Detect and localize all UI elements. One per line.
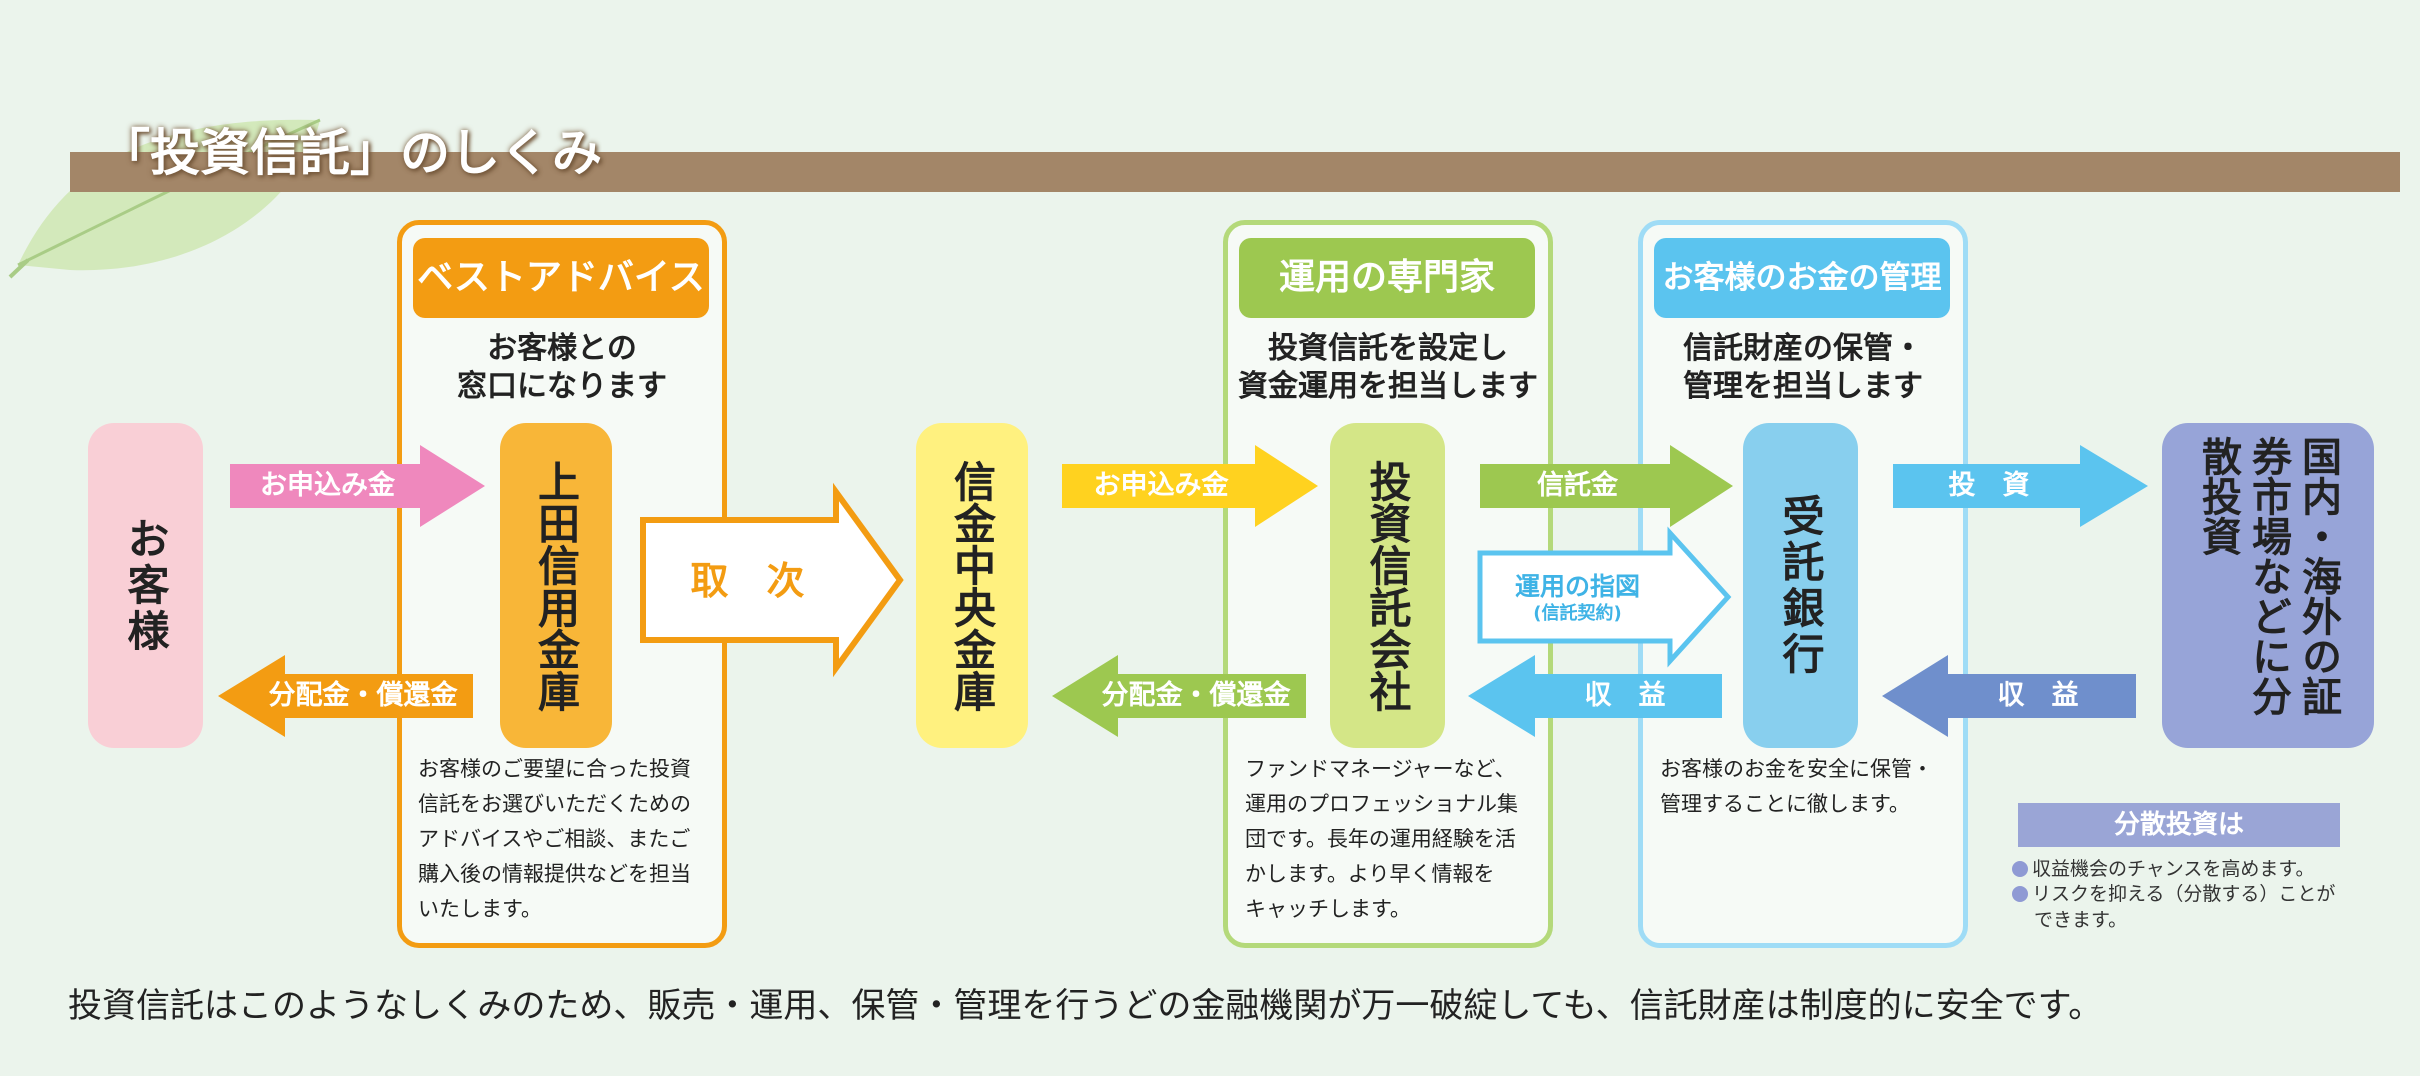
instruction-arrow-label: 運用の指図 bbox=[1514, 572, 1640, 601]
custody-header: お客様のお金の管理 bbox=[1654, 238, 1950, 318]
diversification-bullet-1: 収益機会のチャンスを高めます。 bbox=[2012, 856, 2352, 882]
diversification-title: 分散投資は bbox=[2018, 803, 2340, 847]
instruction-arrow-sublabel: (信託契約) bbox=[1533, 603, 1622, 624]
ueda-shinkin-box: 上田信用金庫 bbox=[500, 423, 612, 748]
earnings-arrow-1 bbox=[1468, 655, 1722, 737]
investment-arrow-label: 投 資 bbox=[1948, 470, 2030, 501]
distribution-arrow-1 bbox=[218, 655, 473, 737]
advice-subtitle: お客様との 窓口になります bbox=[457, 331, 667, 404]
investment-trust-company-label: 投資信託会社 bbox=[1363, 459, 1412, 712]
application-arrow-2-label: お申込み金 bbox=[1093, 470, 1229, 501]
markets-label: 国内・海外の証券市場などに分散投資 bbox=[2195, 435, 2341, 716]
earnings-arrow-1-label: 収 益 bbox=[1584, 680, 1666, 711]
brokerage-arrow bbox=[640, 482, 904, 678]
earnings-arrow-2-label: 収 益 bbox=[1997, 680, 2079, 711]
footer-text: 投資信託はこのようなしくみのため、販売・運用、保管・管理を行うどの金融機関が万一… bbox=[68, 986, 2103, 1026]
brokerage-arrow-label: 取 次 bbox=[690, 559, 805, 603]
customer-box: お客様 bbox=[88, 423, 203, 748]
custody-subtitle: 信託財産の保管・ 管理を担当します bbox=[1683, 331, 1923, 404]
distribution-arrow-2 bbox=[1052, 655, 1306, 737]
trust-money-arrow-label: 信託金 bbox=[1537, 470, 1618, 501]
expert-header: 運用の専門家 bbox=[1239, 238, 1535, 318]
title-band bbox=[70, 152, 2400, 192]
customer-label: お客様 bbox=[121, 516, 170, 655]
page-title: 「投資信託」のしくみ bbox=[100, 124, 602, 182]
bullet-dot-icon bbox=[2012, 886, 2028, 902]
investment-arrow bbox=[1893, 445, 2148, 527]
ueda-shinkin-label: 上田信用金庫 bbox=[531, 459, 581, 712]
trust-bank-box: 受託銀行 bbox=[1743, 423, 1858, 748]
application-arrow-1-label: お申込み金 bbox=[260, 470, 395, 501]
investment-trust-company-box: 投資信託会社 bbox=[1330, 423, 1445, 748]
advice-header: ベストアドバイス bbox=[413, 238, 709, 318]
distribution-arrow-1-label: 分配金・償還金 bbox=[268, 680, 458, 711]
diversification-bullet-2: リスクを抑える（分散する）ことができます。 bbox=[2012, 881, 2344, 933]
trust-money-arrow bbox=[1480, 445, 1733, 527]
application-arrow-2 bbox=[1062, 445, 1318, 527]
application-arrow-1 bbox=[230, 445, 485, 527]
earnings-arrow-2 bbox=[1882, 655, 2136, 737]
instruction-arrow bbox=[1477, 526, 1732, 668]
shinkin-central-box: 信金中央金庫 bbox=[916, 423, 1028, 748]
trust-bank-label: 受託銀行 bbox=[1776, 493, 1825, 678]
shinkin-central-label: 信金中央金庫 bbox=[947, 459, 997, 712]
expert-subtitle: 投資信託を設定し 資金運用を担当します bbox=[1238, 331, 1538, 404]
expert-note: ファンドマネージャーなど、 運用のプロフェッショナル集 団です。長年の運用経験を… bbox=[1245, 757, 1518, 921]
custody-note: お客様のお金を安全に保管・ 管理することに徹します。 bbox=[1660, 757, 1933, 816]
bullet-dot-icon bbox=[2012, 861, 2028, 877]
advice-note: お客様のご要望に合った投資 信託をお選びいただくための アドバイスやご相談、また… bbox=[418, 757, 691, 921]
markets-box: 国内・海外の証券市場などに分散投資 bbox=[2162, 423, 2374, 748]
distribution-arrow-2-label: 分配金・償還金 bbox=[1101, 680, 1291, 711]
